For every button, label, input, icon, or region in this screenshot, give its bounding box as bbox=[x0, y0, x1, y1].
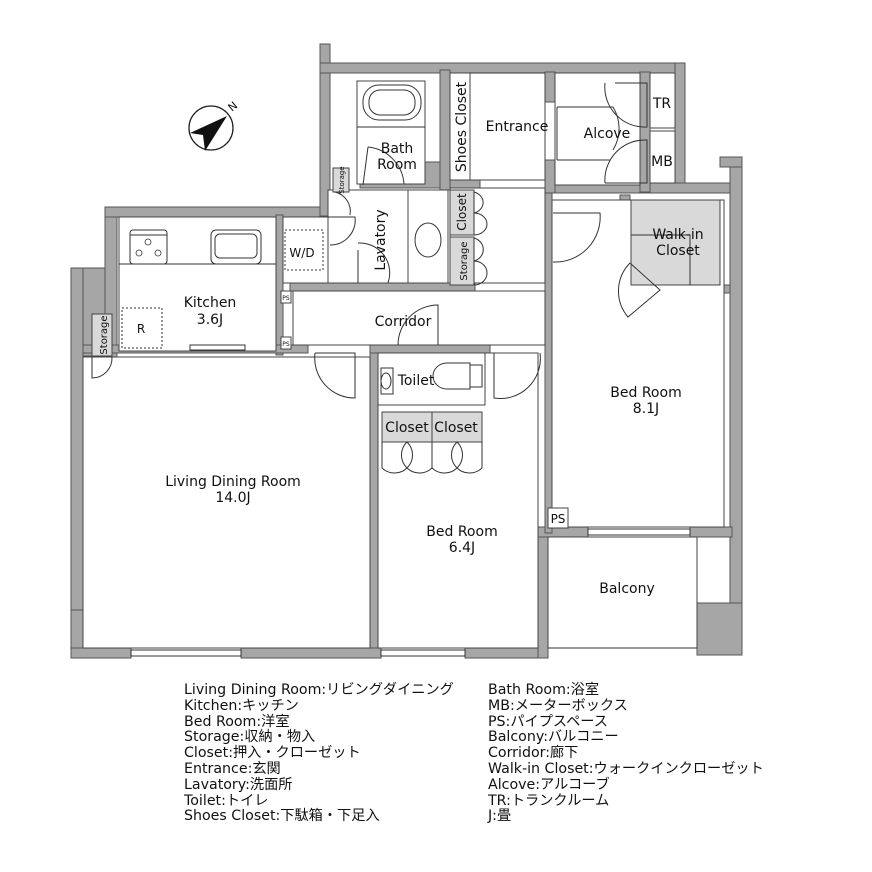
wd-label: W/D bbox=[289, 246, 314, 260]
legend-item: Corridor:廊下 bbox=[488, 745, 579, 762]
kitchen-size: 3.6J bbox=[197, 312, 223, 328]
bathtub bbox=[362, 84, 422, 121]
legend-left: Living Dining Room:リビングダイニング Kitchen:キッチ… bbox=[184, 682, 454, 825]
corridor-label: Corridor bbox=[375, 314, 432, 330]
legend-item: Kitchen:キッチン bbox=[184, 697, 299, 714]
closet-right-label: Closet bbox=[434, 420, 478, 436]
bed-room-large-label: Bed Room bbox=[610, 385, 681, 401]
legend-item: Toilet:トイレ bbox=[184, 792, 269, 809]
lavatory-label: Lavatory bbox=[373, 209, 389, 270]
vanity-area bbox=[407, 189, 449, 284]
living-dining-area bbox=[82, 356, 371, 649]
wd-area bbox=[282, 216, 329, 284]
alcove-area bbox=[554, 72, 641, 186]
ps-bottom-box bbox=[280, 336, 292, 350]
legend-item: TR:トランクルーム bbox=[488, 792, 610, 809]
living-dining-size: 14.0J bbox=[215, 490, 250, 506]
balcony-area bbox=[547, 536, 698, 649]
ps-top-label: PS bbox=[282, 295, 290, 302]
storage-hall-label: Storage bbox=[459, 241, 470, 280]
legend-item: Lavatory:洗面所 bbox=[184, 776, 293, 793]
walk-in-closet-label-1: Walk-in bbox=[652, 227, 703, 243]
closet-left-area bbox=[381, 411, 433, 443]
toilet-area bbox=[377, 352, 486, 406]
legend-item: Entrance:玄関 bbox=[184, 760, 281, 777]
kitchen-label: Kitchen bbox=[184, 295, 237, 311]
storage-hall-area bbox=[449, 236, 475, 286]
toilet-label: Toilet bbox=[397, 373, 435, 389]
compass-icon: N bbox=[188, 99, 241, 151]
legend-item: Storage:収納・物入 bbox=[184, 729, 316, 746]
bath-room-label-2: Room bbox=[377, 157, 417, 173]
ps-bed-box bbox=[547, 507, 569, 529]
window-kitchen bbox=[189, 344, 246, 351]
shoes-closet-area bbox=[449, 72, 471, 181]
ps-bottom-label: PS bbox=[282, 341, 290, 348]
balcony-label: Balcony bbox=[599, 581, 655, 597]
legend-right: Bath Room:浴室 MB:メーターボックス PS:パイプスペース Balc… bbox=[488, 682, 764, 825]
ps-top-box bbox=[280, 290, 292, 304]
storage-ldk-label: Storage bbox=[99, 315, 110, 354]
mb-label: MB bbox=[651, 154, 673, 170]
closet-left-label: Closet bbox=[385, 420, 429, 436]
legend-item: MB:メーターボックス bbox=[488, 697, 628, 714]
storage-small-area bbox=[332, 167, 350, 193]
tr-area bbox=[649, 72, 676, 129]
bed-room-small-size: 6.4J bbox=[449, 540, 475, 556]
shoes-closet-label: Shoes Closet bbox=[454, 81, 470, 172]
mb-area bbox=[649, 130, 676, 184]
kitchen-area bbox=[118, 216, 277, 352]
window-bed-large bbox=[587, 528, 691, 536]
walk-in-closet-area bbox=[630, 199, 721, 286]
ps-bed-label: PS bbox=[551, 512, 566, 526]
legend-item: Balcony:バルコニー bbox=[488, 729, 619, 746]
storage-small-label: Storage bbox=[338, 166, 346, 193]
legend-item: Closet:押入・クローゼット bbox=[184, 745, 361, 762]
legend-item: J:畳 bbox=[488, 808, 512, 825]
tr-label: TR bbox=[652, 96, 672, 112]
legend-item: Bed Room:洋室 bbox=[184, 713, 290, 730]
closet-hall-label: Closet bbox=[455, 193, 469, 231]
living-dining-label: Living Dining Room bbox=[165, 474, 301, 490]
window-bed-small bbox=[380, 649, 466, 657]
bath-room-label-1: Bath bbox=[381, 141, 414, 157]
closet-hall-area bbox=[449, 189, 475, 236]
bed-room-small-label: Bed Room bbox=[426, 524, 497, 540]
refrigerator bbox=[121, 307, 163, 349]
corridor-area bbox=[292, 290, 546, 346]
walk-in-closet-label-2: Closet bbox=[656, 243, 700, 259]
alcove-label: Alcove bbox=[584, 126, 631, 142]
storage-ldk-area bbox=[91, 313, 113, 357]
legend-item: Bath Room:浴室 bbox=[488, 682, 600, 698]
window-ldk bbox=[130, 649, 242, 657]
bed-room-large-size: 8.1J bbox=[633, 401, 659, 417]
legend-item: Walk-in Closet:ウォークインクローゼット bbox=[488, 760, 764, 777]
lavatory-area bbox=[327, 189, 409, 284]
bath-room-area bbox=[356, 80, 426, 185]
legend-item: Living Dining Room:リビングダイニング bbox=[184, 682, 454, 698]
legend-item: Shoes Closet:下駄箱・下足入 bbox=[184, 808, 380, 825]
entrance-label: Entrance bbox=[486, 119, 549, 135]
compass-north-label: N bbox=[226, 99, 241, 114]
refrigerator-label: R bbox=[137, 322, 145, 336]
legend-item: PS:パイプスペース bbox=[488, 713, 608, 730]
washer-dryer bbox=[284, 229, 324, 271]
toilet-bowl bbox=[432, 362, 471, 390]
wash-basin bbox=[414, 222, 442, 258]
legend-item: Alcove:アルコーブ bbox=[488, 776, 610, 793]
